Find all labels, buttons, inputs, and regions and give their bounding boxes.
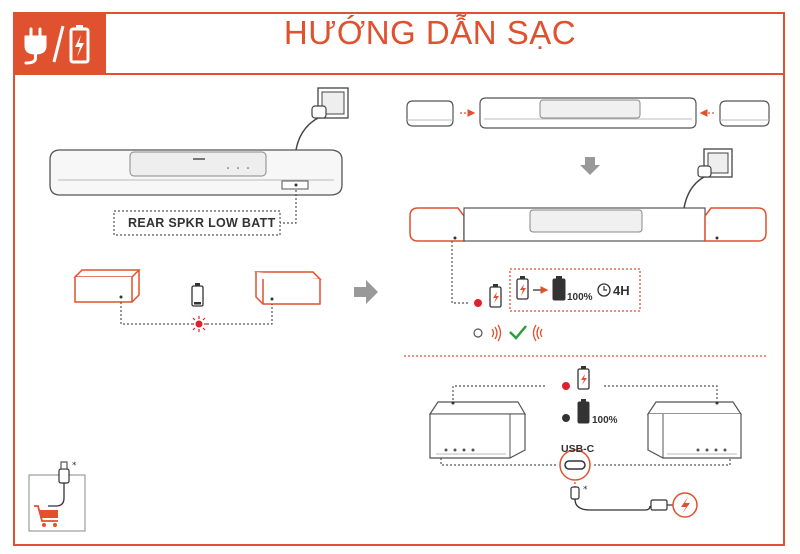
charging-led-red xyxy=(474,299,482,307)
next-step-arrow-icon xyxy=(354,280,378,304)
rear-speaker-right xyxy=(254,271,322,305)
rear-speaker-bottom-right xyxy=(646,401,743,459)
status-led-off xyxy=(473,328,483,338)
power-charge-icon xyxy=(672,492,698,518)
battery-charging-icon xyxy=(489,284,502,308)
clock-icon xyxy=(597,283,611,297)
battery-empty-charging-icon xyxy=(516,276,529,300)
rear-speaker-left xyxy=(73,269,141,303)
led-red-charging xyxy=(562,382,570,390)
rear-speaker-bottom-left xyxy=(428,401,527,459)
battery-charging-icon-2 xyxy=(577,366,590,390)
soundbar-center-unit xyxy=(479,97,697,129)
charge-time-label: 4H xyxy=(613,283,630,298)
battery-full-icon xyxy=(552,276,566,301)
wall-outlet-right xyxy=(683,148,733,209)
page-frame xyxy=(13,12,785,546)
accessory-cart-icon: * xyxy=(28,461,86,532)
blinking-red-led-icon xyxy=(191,316,207,332)
soundbar-display-message: REAR SPKR LOW BATT xyxy=(128,216,276,230)
wall-outlet-left xyxy=(295,87,349,151)
led-dark-full xyxy=(562,414,570,422)
signal-waves-right-icon xyxy=(532,324,543,342)
svg-text:*: * xyxy=(583,485,588,495)
header-icon-box xyxy=(13,12,106,73)
usb-cable-icon: * xyxy=(570,482,674,511)
page-title: HƯỚNG DẪN SẠC xyxy=(283,14,577,51)
down-arrow-icon xyxy=(580,157,600,175)
soundbar-left xyxy=(49,149,343,196)
plug-and-battery-icon xyxy=(24,25,90,65)
usb-c-port-icon xyxy=(559,449,591,481)
battery-full-icon-2 xyxy=(577,399,590,424)
soundbar-assembled xyxy=(409,207,767,242)
svg-text:*: * xyxy=(72,461,77,471)
detached-left-speaker xyxy=(406,100,454,127)
signal-waves-icon xyxy=(491,324,502,342)
usb-c-port-label: USB-C xyxy=(561,443,595,455)
battery-full-percent: 100% xyxy=(592,415,618,426)
title-divider xyxy=(13,73,785,75)
charge-full-percent: 100% xyxy=(567,292,593,303)
battery-low-icon xyxy=(191,283,204,307)
check-icon xyxy=(509,325,527,340)
detached-right-speaker xyxy=(719,100,770,127)
